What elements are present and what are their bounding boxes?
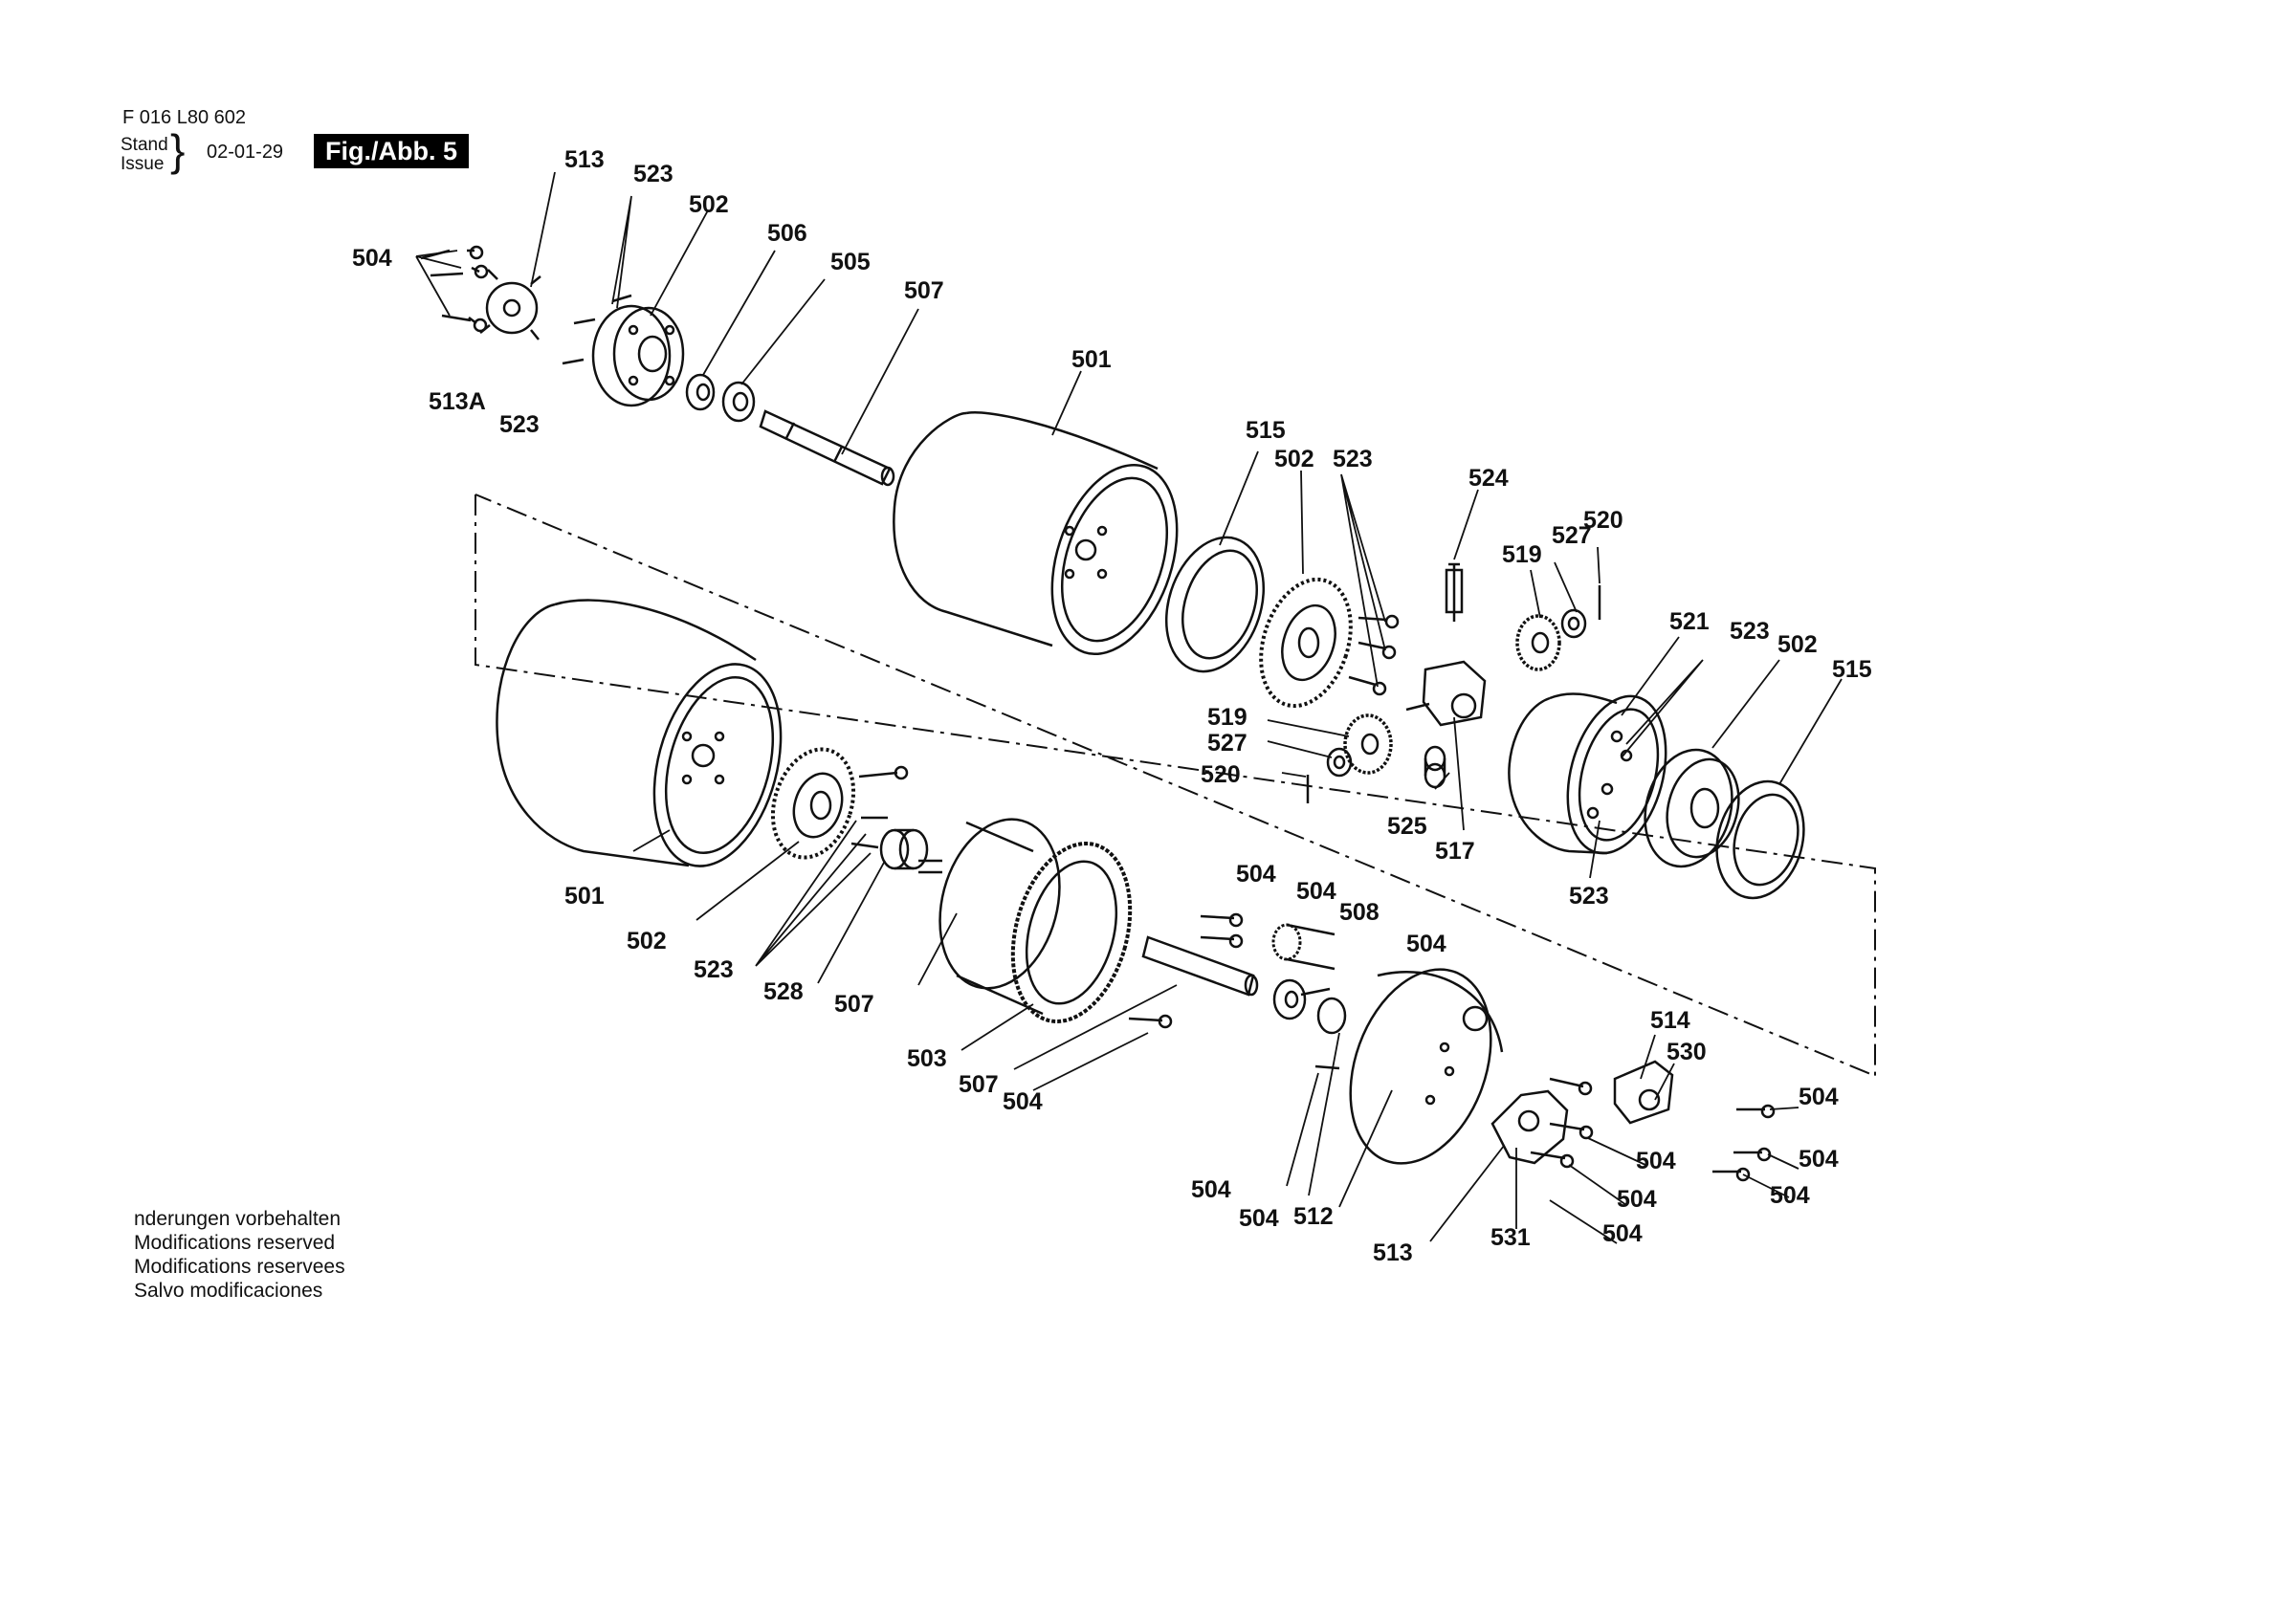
- part-label: 504: [1799, 1146, 1839, 1173]
- part-label: 523: [499, 411, 540, 438]
- issue-label: Issue: [121, 154, 165, 174]
- part-label: 523: [1333, 446, 1373, 472]
- part-label: 512: [1293, 1203, 1334, 1230]
- part-label: 504: [1239, 1205, 1279, 1232]
- bushing-528: [879, 828, 929, 870]
- part-label: 523: [1569, 883, 1609, 910]
- gear-502-lower: [770, 747, 856, 860]
- brace-glyph: }: [170, 125, 186, 175]
- disclaimer-notes: nderungen vorbehalten Modifications rese…: [134, 1207, 345, 1303]
- washer-527-upper: [1560, 608, 1587, 639]
- part-label: 504: [1602, 1220, 1643, 1247]
- ring-515-top: [1164, 536, 1266, 673]
- part-label: 508: [1339, 899, 1380, 926]
- issue-date: 02-01-29: [207, 142, 284, 163]
- leader-lines: [415, 171, 1843, 1244]
- part-label: 501: [564, 883, 605, 910]
- part-label: 528: [763, 978, 804, 1005]
- part-label: 501: [1071, 346, 1112, 373]
- part-label: 502: [627, 928, 667, 954]
- part-label: 504: [1770, 1182, 1810, 1209]
- part-label: 504: [1191, 1176, 1231, 1203]
- circlip-506: [685, 373, 716, 411]
- part-label: 515: [1832, 656, 1872, 683]
- part-label: 513: [564, 146, 605, 173]
- part-label: 523: [633, 161, 673, 187]
- part-label: 505: [830, 249, 871, 275]
- circlip-center: [1316, 997, 1347, 1035]
- part-label: 523: [1730, 618, 1770, 645]
- drum-501-lower: [496, 599, 783, 867]
- part-label: 513: [1373, 1239, 1413, 1266]
- flange-502-top: [591, 304, 685, 407]
- bevel-gear-519-lower: [1343, 713, 1393, 775]
- part-label: 524: [1468, 465, 1509, 492]
- bevel-gear-519-upper: [1515, 614, 1561, 671]
- shaft-507-lower: [1141, 935, 1259, 997]
- screw-524: [1445, 562, 1464, 622]
- part-label: 504: [1296, 878, 1336, 905]
- part-label: 504: [1636, 1148, 1676, 1174]
- part-label: 531: [1490, 1224, 1531, 1251]
- note-line: Salvo modificaciones: [134, 1280, 323, 1302]
- note-line: nderungen vorbehalten: [134, 1208, 342, 1230]
- part-label: 523: [694, 956, 734, 983]
- part-label: 519: [1502, 541, 1542, 568]
- housing-517: [1405, 660, 1487, 727]
- bracket-514: [1613, 1060, 1674, 1125]
- part-label: 521: [1669, 608, 1710, 635]
- part-label: 502: [1777, 631, 1818, 658]
- part-label: 506: [767, 220, 807, 247]
- part-label: 503: [907, 1045, 947, 1072]
- part-label: 504: [1617, 1186, 1657, 1213]
- hub-513-top: [479, 269, 541, 340]
- part-label: 519: [1207, 704, 1247, 731]
- note-line: Modifications reservees: [134, 1256, 345, 1278]
- part-label: 504: [1003, 1088, 1043, 1115]
- part-labels: 513 523 502 506 505 507 504 513A 523 501…: [352, 146, 1872, 1266]
- part-label: 507: [959, 1071, 999, 1098]
- pins-523-middle: [1348, 616, 1388, 687]
- hub-513-lower: [1490, 1089, 1569, 1165]
- part-label: 514: [1650, 1007, 1690, 1034]
- part-label: 520: [1583, 507, 1623, 534]
- shaft-507-top: [759, 409, 895, 487]
- part-label: 504: [352, 245, 392, 272]
- washer-505: [721, 381, 756, 423]
- part-label: 527: [1552, 522, 1592, 549]
- drum-501-top: [893, 411, 1179, 656]
- part-label: 527: [1207, 730, 1247, 757]
- part-label: 504: [1236, 861, 1276, 888]
- pins-523-lower: [850, 771, 898, 849]
- washer-center: [1272, 978, 1307, 1020]
- part-label: 515: [1246, 417, 1286, 444]
- part-label: 504: [1799, 1084, 1839, 1110]
- note-line: Modifications reserved: [134, 1232, 336, 1254]
- screws-504-lower: [1128, 912, 1776, 1182]
- part-label: 513A: [429, 388, 486, 415]
- figure-tag: Fig./Abb. 5: [314, 134, 469, 168]
- sleeve-525: [1424, 745, 1446, 789]
- part-label: 502: [689, 191, 729, 218]
- part-label: 517: [1435, 838, 1475, 865]
- pins-523-top: [562, 294, 632, 365]
- stand-issue-labels: Stand Issue: [121, 136, 168, 174]
- part-label: 502: [1274, 446, 1314, 472]
- dash-dot-frame: [475, 493, 1876, 1078]
- ring-515-right: [1715, 779, 1805, 900]
- part-label: 520: [1201, 761, 1241, 788]
- stand-label: Stand: [121, 135, 168, 155]
- document-number: F 016 L80 602: [122, 107, 246, 128]
- flange-502-right: [1644, 748, 1740, 868]
- part-label: 525: [1387, 813, 1427, 840]
- gear-502-middle: [1259, 577, 1353, 709]
- part-label: 530: [1667, 1039, 1707, 1065]
- part-label: 504: [1406, 931, 1446, 957]
- part-label: 507: [904, 277, 944, 304]
- cover-plate-512: [1349, 968, 1504, 1165]
- washer-527-lower: [1326, 747, 1353, 778]
- gear-shaft-508: [1271, 923, 1336, 971]
- part-label: 507: [834, 991, 874, 1018]
